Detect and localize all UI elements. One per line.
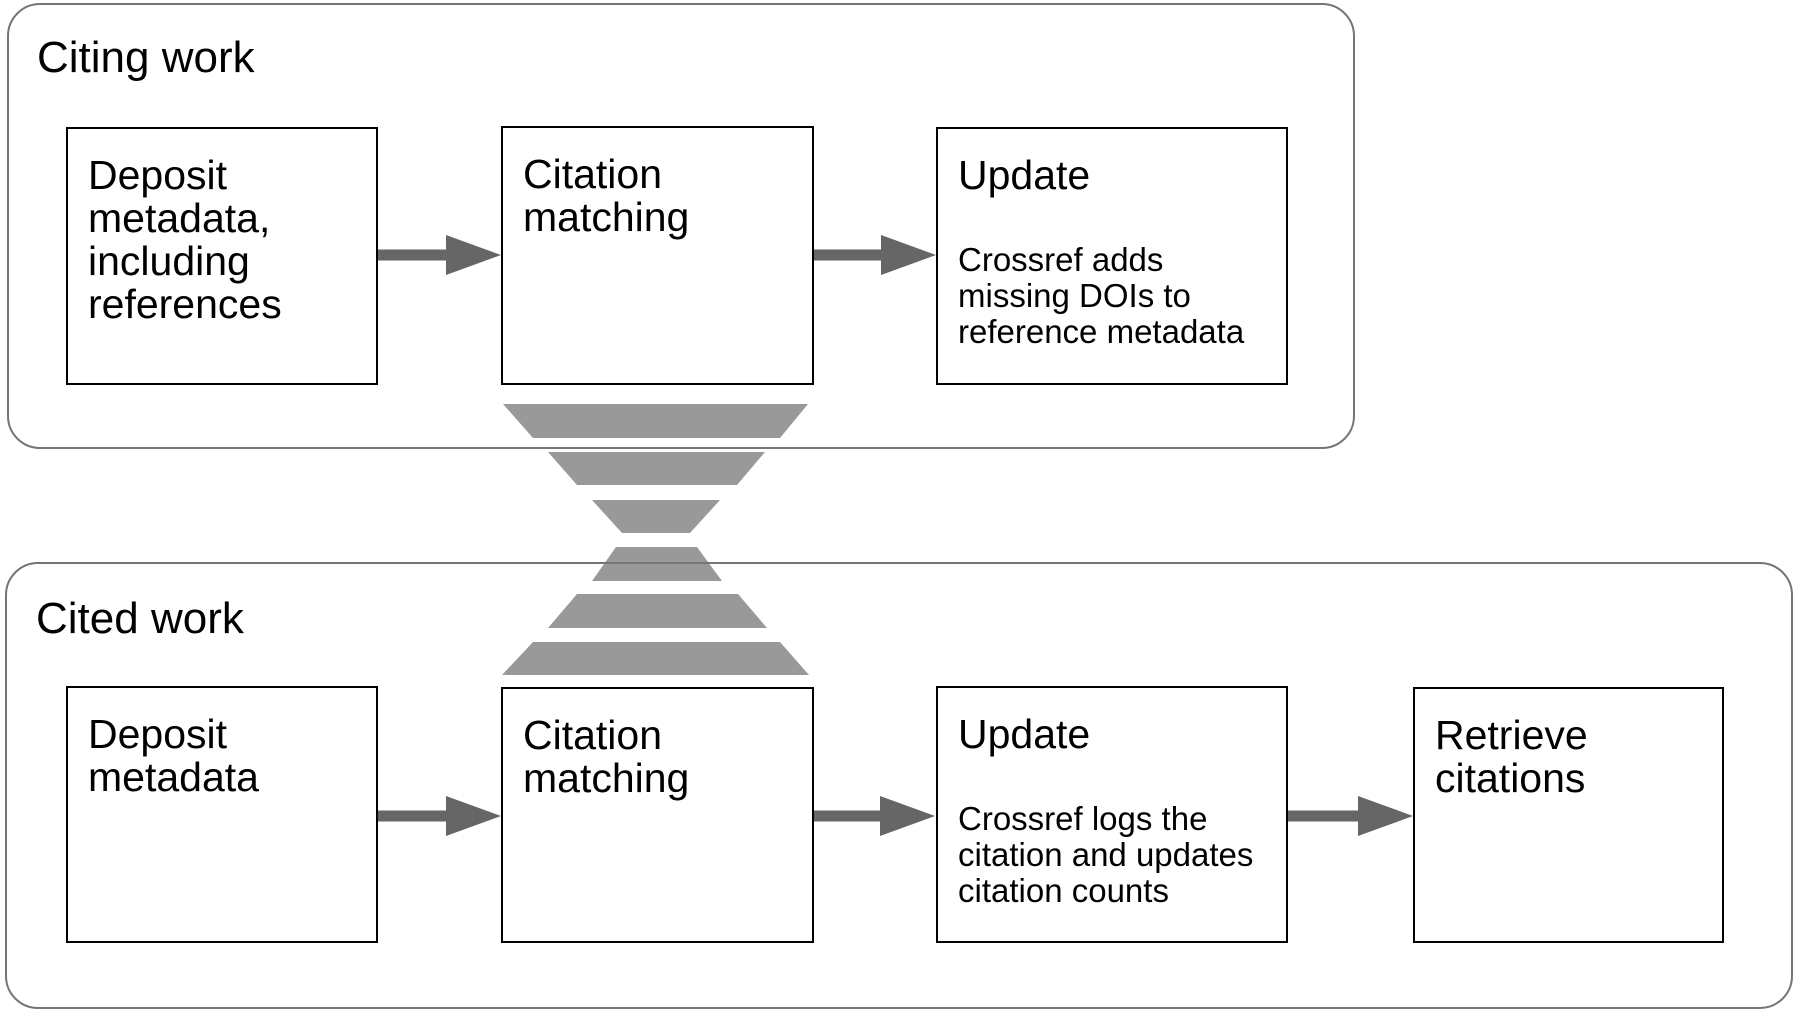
box-label: Deposit metadata: [88, 711, 259, 800]
arrow-deposit-to-matching-cited: [378, 796, 501, 836]
box-deposit-metadata: Deposit metadata: [66, 686, 378, 943]
box-update-cited: Update Crossref logs the citation and up…: [936, 686, 1288, 943]
funnel-stripe: [548, 594, 767, 628]
hourglass-connector: [502, 404, 809, 675]
citing-work-frame: [7, 3, 1355, 449]
box-update-citing: Update Crossref adds missing DOIs to ref…: [936, 127, 1288, 385]
funnel-stripe: [592, 547, 722, 581]
box-label: Citation matching: [523, 712, 690, 801]
citing-work-title: Citing work: [37, 33, 255, 82]
box-label: Update: [958, 711, 1091, 757]
arrow-update-to-retrieve-cited: [1288, 796, 1413, 836]
funnel-stripe: [502, 642, 809, 675]
funnel-stripe: [592, 500, 720, 533]
box-label: Retrieve citations: [1435, 712, 1588, 801]
funnel-stripe: [503, 404, 808, 438]
cited-work-title: Cited work: [36, 594, 244, 643]
arrow-matching-to-update-citing: [814, 235, 936, 275]
box-label: Citation matching: [523, 151, 690, 240]
box-description: Crossref adds missing DOIs to reference …: [958, 241, 1245, 350]
box-label: Update: [958, 152, 1091, 198]
arrow-deposit-to-matching-citing: [378, 235, 501, 275]
funnel-stripe: [548, 452, 765, 485]
cited-work-frame: [5, 562, 1793, 1009]
box-description: Crossref logs the citation and updates c…: [958, 800, 1254, 909]
box-label: Deposit metadata, including references: [88, 152, 282, 327]
box-retrieve-citations: Retrieve citations: [1413, 687, 1724, 943]
box-citation-matching-citing: Citation matching: [501, 126, 814, 385]
box-deposit-metadata-including-references: Deposit metadata, including references: [66, 127, 378, 385]
box-citation-matching-cited: Citation matching: [501, 687, 814, 943]
arrow-matching-to-update-cited: [814, 796, 935, 836]
